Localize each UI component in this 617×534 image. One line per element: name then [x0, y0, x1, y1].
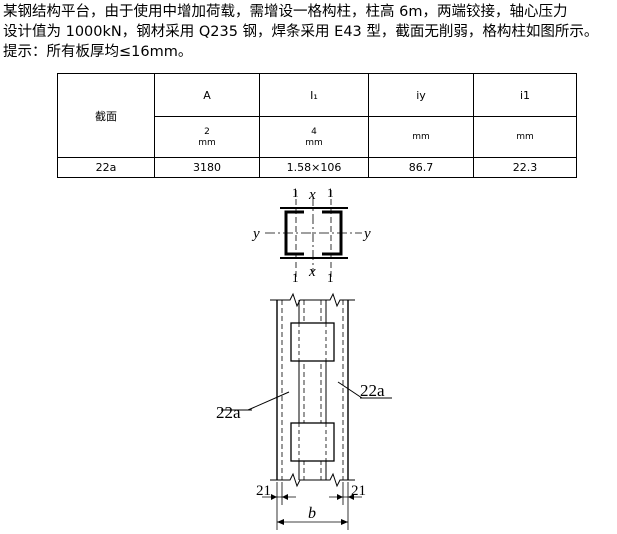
question-line-3: 提示：所有板厚均≤16mm。	[3, 44, 193, 60]
question-line-2: 设计值为 1000kN，钢材采用 Q235 钢，焊条采用 E43 型，截面无削弱…	[3, 24, 599, 40]
arrow-21r-b	[348, 494, 354, 500]
cross-section	[265, 190, 362, 278]
label-y-left: y	[251, 226, 260, 242]
batten-plate-lower	[290, 422, 335, 462]
row-A: 3180	[154, 157, 260, 178]
dim-arrows	[271, 494, 354, 525]
label-22a-right: 22a	[360, 381, 385, 400]
unit-iy: mm	[368, 116, 474, 158]
elevation-view	[221, 292, 392, 530]
arrow-b-left	[277, 519, 284, 525]
arrow-b-right	[341, 519, 348, 525]
label-b: b	[308, 505, 316, 522]
arrow-21r-a	[337, 494, 343, 500]
unit-i1: mm	[473, 116, 577, 158]
unit-A-label: mm	[198, 137, 216, 148]
section-properties-table: 截面 A I₁ iy i1 2 mm 4 mm mm mm 22a 3180 1…	[57, 73, 577, 178]
question-text: 某钢结构平台，由于使用中增加荷载，需增设一格构柱，柱高 6m，两端铰接，轴心压力…	[3, 2, 615, 62]
unit-A-exponent: 2	[204, 126, 210, 137]
arrow-21l-a	[271, 494, 277, 500]
question-line-1: 某钢结构平台，由于使用中增加荷载，需增设一格构柱，柱高 6m，两端铰接，轴心压力	[3, 4, 568, 20]
row-iy: 86.7	[368, 157, 474, 178]
break-line-top	[270, 292, 355, 308]
batten-plate-upper	[290, 322, 335, 362]
label-21-right: 21	[351, 483, 366, 499]
label-21-left: 21	[256, 483, 271, 499]
label-x-bottom: x	[308, 264, 316, 280]
channel-left	[284, 210, 304, 256]
unit-I1: 4 mm	[259, 116, 369, 158]
label-x-top: x	[308, 187, 316, 203]
unit-I1-label: mm	[305, 137, 323, 148]
row-i1: 22.3	[473, 157, 577, 178]
row-I1: 1.58×106	[259, 157, 369, 178]
channel-right	[322, 210, 343, 256]
header-i1: i1	[473, 73, 577, 117]
label-1-bottom-left: 1	[292, 270, 299, 285]
leader-right	[337, 381, 363, 399]
label-1-top-right: 1	[327, 185, 334, 200]
break-line-bottom	[270, 472, 355, 488]
leader-left	[247, 391, 290, 411]
header-A: A	[154, 73, 260, 117]
label-22a-left: 22a	[216, 403, 241, 422]
arrow-21l-b	[282, 494, 288, 500]
label-1-bottom-right: 1	[327, 270, 334, 285]
unit-I1-exponent: 4	[311, 126, 317, 137]
label-y-right: y	[362, 226, 371, 242]
label-1-top-left: 1	[292, 185, 299, 200]
